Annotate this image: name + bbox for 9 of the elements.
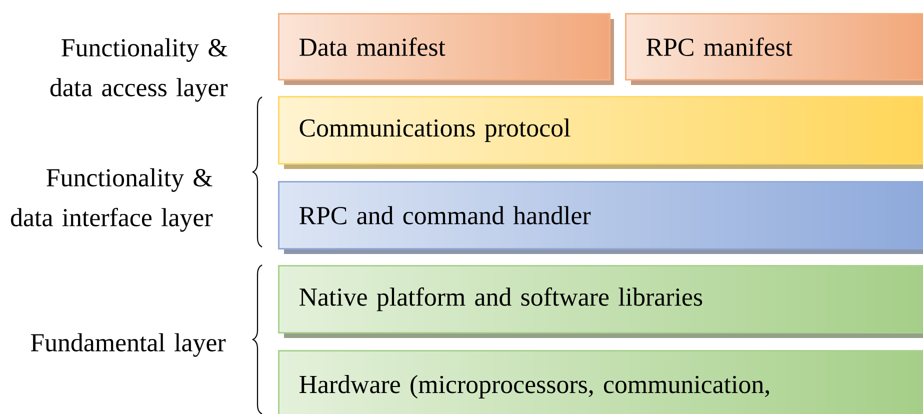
layer-label: Functionality & data access layer (50, 38, 228, 102)
layer-box: RPC and command handler (278, 181, 923, 254)
layer-box: Hardware (microprocessors, communication, (278, 350, 923, 414)
layer-box: Data manifest (278, 13, 614, 85)
layer-box: RPC manifest (625, 13, 923, 85)
layer-label: Fundamental layer (30, 333, 226, 357)
layer-box: Native platform and software libraries (278, 265, 923, 338)
layer-label: Functionality & data interface layer (10, 168, 213, 232)
layer-box: Communications protocol (278, 96, 923, 169)
